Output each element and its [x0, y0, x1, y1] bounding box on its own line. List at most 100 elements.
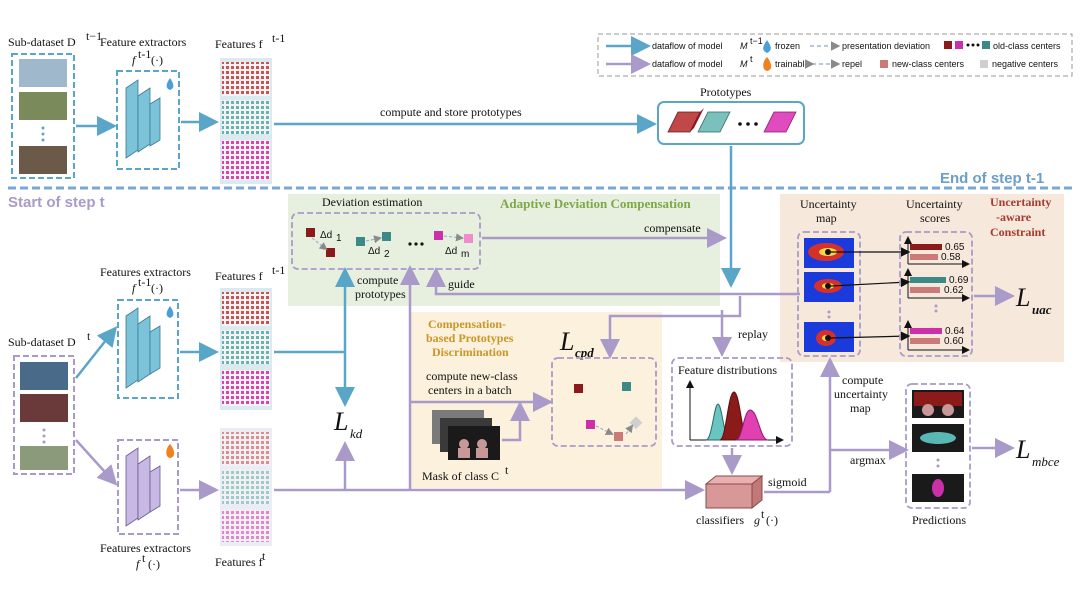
label-bottom-uac-title-1: Uncertainty: [990, 195, 1051, 209]
distribution-plot: [686, 380, 784, 444]
label-legend-frozen: frozen: [775, 41, 800, 51]
label-bottom-loss-uac-sub: uac: [1032, 302, 1052, 317]
label-bottom-features1-sup: t-1: [272, 263, 285, 277]
label-bottom-feat-dist: Feature distributions: [678, 363, 777, 377]
label-bottom-mask-label: Mask of class C: [422, 469, 499, 483]
label-bottom-batch-1: compute new-class: [426, 369, 518, 383]
label-legend-row1-label: dataflow of model: [652, 41, 723, 51]
label-top-features-sup: t-1: [272, 31, 285, 45]
label-top-end-label: End of step t-1: [940, 170, 1044, 187]
label-bottom-fe1-sup: t-1: [138, 275, 151, 289]
label-bottom-mask-sup: t: [505, 463, 509, 477]
label-bottom-score1b: 0.58: [941, 252, 961, 263]
image-crowd: [19, 92, 67, 120]
label-bottom-d1: Δd: [320, 230, 332, 241]
label-legend-trainable: trainable: [775, 59, 810, 69]
classifier-block: [704, 474, 764, 510]
label-bottom-features1: Features f: [215, 269, 263, 283]
label-bottom-start-label: Start of step t: [8, 194, 105, 211]
prototype-bars: [667, 108, 797, 133]
old-extractor-layers: [125, 307, 161, 389]
label-bottom-compensate: compensate: [644, 221, 701, 235]
label-legend-row1-sup: t−1: [750, 36, 763, 46]
top-extractor-layers: [125, 79, 161, 159]
label-bottom-unc-scores-1: Uncertainty: [906, 197, 963, 211]
legend: dataflow of model M t−1 frozen presentat…: [597, 33, 1073, 77]
label-bottom-d1-sub: 1: [336, 233, 342, 244]
label-bottom-compute-unc-2: uncertainty: [834, 387, 888, 401]
label-bottom-fe2-sup: t: [142, 551, 146, 565]
label-bottom-score3b: 0.60: [944, 336, 964, 347]
label-top-fe-func-sup: t-1: [138, 47, 151, 61]
label-bottom-batch-2: centers in a batch: [428, 383, 512, 397]
label-bottom-compute-unc-1: compute: [842, 373, 883, 387]
label-bottom-loss-mbce: L: [1015, 435, 1030, 464]
label-legend-row2-label: dataflow of model: [652, 59, 723, 69]
label-bottom-score2a: 0.69: [949, 275, 969, 286]
label-bottom-cpd-title-3: Discrimination: [432, 345, 509, 359]
label-legend-row2-model: M: [740, 59, 748, 69]
bottom-dataset-box: [13, 355, 75, 475]
label-bottom-uac-title-3: Constraint: [990, 225, 1045, 239]
label-bottom-predictions: Predictions: [912, 513, 966, 527]
image-umbrella: [20, 362, 68, 390]
label-bottom-score3a: 0.64: [945, 326, 965, 337]
flame-icon: [166, 444, 175, 458]
top-dataset-box: [11, 53, 75, 179]
label-legend-row1-model: M: [740, 41, 748, 51]
label-bottom-loss-cpd-sub: cpd: [575, 345, 594, 360]
label-bottom-dm: Δd: [445, 246, 457, 257]
label-legend-pres-dev: presentation deviation: [842, 41, 930, 51]
label-bottom-cpd-title-1: Compensation-: [428, 317, 506, 331]
label-bottom-loss-cpd: L: [559, 327, 574, 356]
label-bottom-cpd-title-2: based Prototypes: [426, 331, 514, 345]
flame-icon: [763, 57, 772, 71]
label-bottom-fe1-arg: (·): [151, 281, 163, 295]
label-bottom-replay: replay: [738, 327, 768, 341]
label-bottom-compute-protos-2: prototypes: [355, 287, 406, 301]
label-bottom-d2-sub: 2: [384, 249, 390, 260]
label-bottom-cls-sup: t: [761, 507, 765, 521]
score-chart-3: 0.64 0.60: [904, 320, 970, 354]
label-bottom-features2: Features f: [215, 555, 263, 569]
label-bottom-compute-unc-3: map: [850, 401, 871, 415]
label-legend-row2-sup: t: [750, 54, 753, 64]
image-airplane: [19, 59, 67, 87]
label-top-fe-title: Feature extractors: [100, 35, 187, 49]
mask-stack: [432, 410, 500, 460]
label-bottom-fe2-title: Features extractors: [100, 541, 191, 555]
label-bottom-fe2-arg: (·): [148, 557, 160, 571]
label-top-prototypes: Prototypes: [700, 85, 752, 99]
new-extractor-box: [117, 439, 179, 535]
label-bottom-unc-scores-2: scores: [920, 211, 950, 225]
label-bottom-uac-title-2: -aware: [996, 210, 1032, 224]
label-bottom-unc-map-1: Uncertainty: [800, 197, 857, 211]
label-bottom-dev-title: Deviation estimation: [322, 195, 422, 209]
label-top-fe-func-arg: (·): [151, 53, 163, 67]
predictions-box: [905, 383, 971, 509]
adc-region: [288, 194, 720, 306]
label-top-fe-func: f: [132, 53, 137, 67]
new-extractor-layers: [125, 447, 161, 527]
label-legend-old-centers: old-class centers: [993, 41, 1061, 51]
label-bottom-dm-sub: m: [461, 249, 469, 260]
label-bottom-score1a: 0.65: [945, 242, 965, 253]
label-bottom-adc-title: Adaptive Deviation Compensation: [500, 196, 691, 211]
label-bottom-subdataset: Sub-dataset D: [8, 335, 76, 349]
label-bottom-d2: Δd: [368, 246, 380, 257]
water-drop-icon: [763, 40, 771, 53]
image-motorbike: [20, 394, 68, 422]
label-bottom-cls-func: g: [754, 513, 760, 527]
image-horse: [20, 446, 68, 470]
label-bottom-fe1-title: Features extractors: [100, 265, 191, 279]
score-chart-1: 0.65 0.58: [904, 236, 970, 268]
feature-distribution-box: [671, 357, 793, 447]
label-bottom-guide: guide: [448, 277, 475, 291]
top-extractor-box: [116, 70, 180, 170]
label-bottom-loss-kd: L: [333, 407, 348, 436]
label-bottom-sigmoid: sigmoid: [768, 475, 807, 489]
label-bottom-loss-kd-sub: kd: [350, 426, 363, 441]
label-legend-neg-centers: negative centers: [992, 59, 1059, 69]
label-bottom-argmax: argmax: [850, 453, 886, 467]
